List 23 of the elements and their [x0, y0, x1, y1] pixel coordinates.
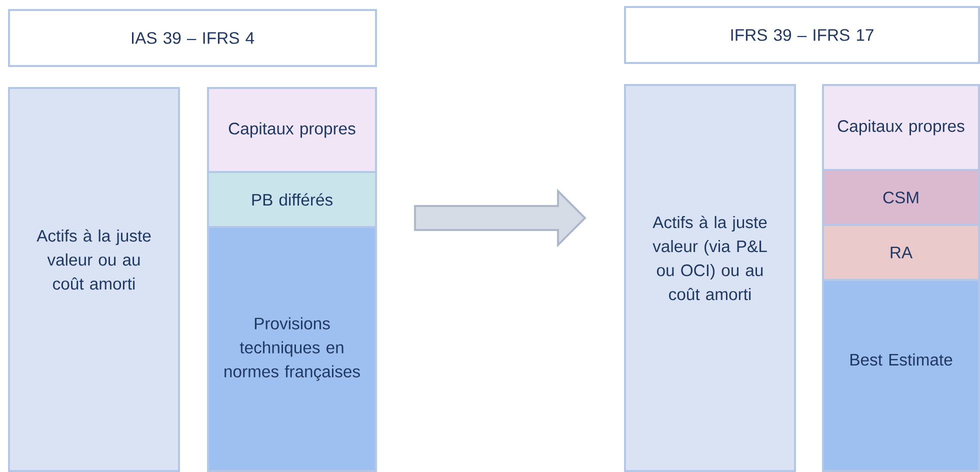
liability-block: [822, 84, 980, 171]
node-label: Actifs à la juste valeur (via P&L ou OCI) ou au coût amorti: [652, 216, 767, 300]
heading-box: [8, 9, 377, 67]
liability-block: [822, 224, 980, 281]
node-label: PB différés: [252, 193, 332, 206]
block-arrow: [414, 188, 586, 248]
node-label: Capitaux propres: [838, 120, 964, 136]
liability-block: [822, 169, 980, 226]
liability-block: [207, 87, 377, 173]
node-label: Actifs à la juste valeur ou au coût amorti: [36, 229, 151, 290]
node-label: Provisions techniques en normes françaises: [224, 317, 360, 381]
node-label: RA: [890, 246, 913, 258]
node-label: IFRS 39 – IFRS 17: [731, 29, 874, 41]
heading-box: [624, 6, 980, 64]
liability-block: [822, 279, 980, 472]
liability-block: [207, 226, 377, 472]
node-label: Best Estimate: [850, 353, 952, 366]
node-label: CSM: [883, 192, 918, 204]
node-label: Capitaux propres: [228, 122, 356, 138]
asset-column: [624, 84, 796, 472]
liability-block: [207, 171, 377, 228]
node-label: IAS 39 – IFRS 4: [132, 32, 254, 44]
asset-column: [8, 87, 180, 472]
